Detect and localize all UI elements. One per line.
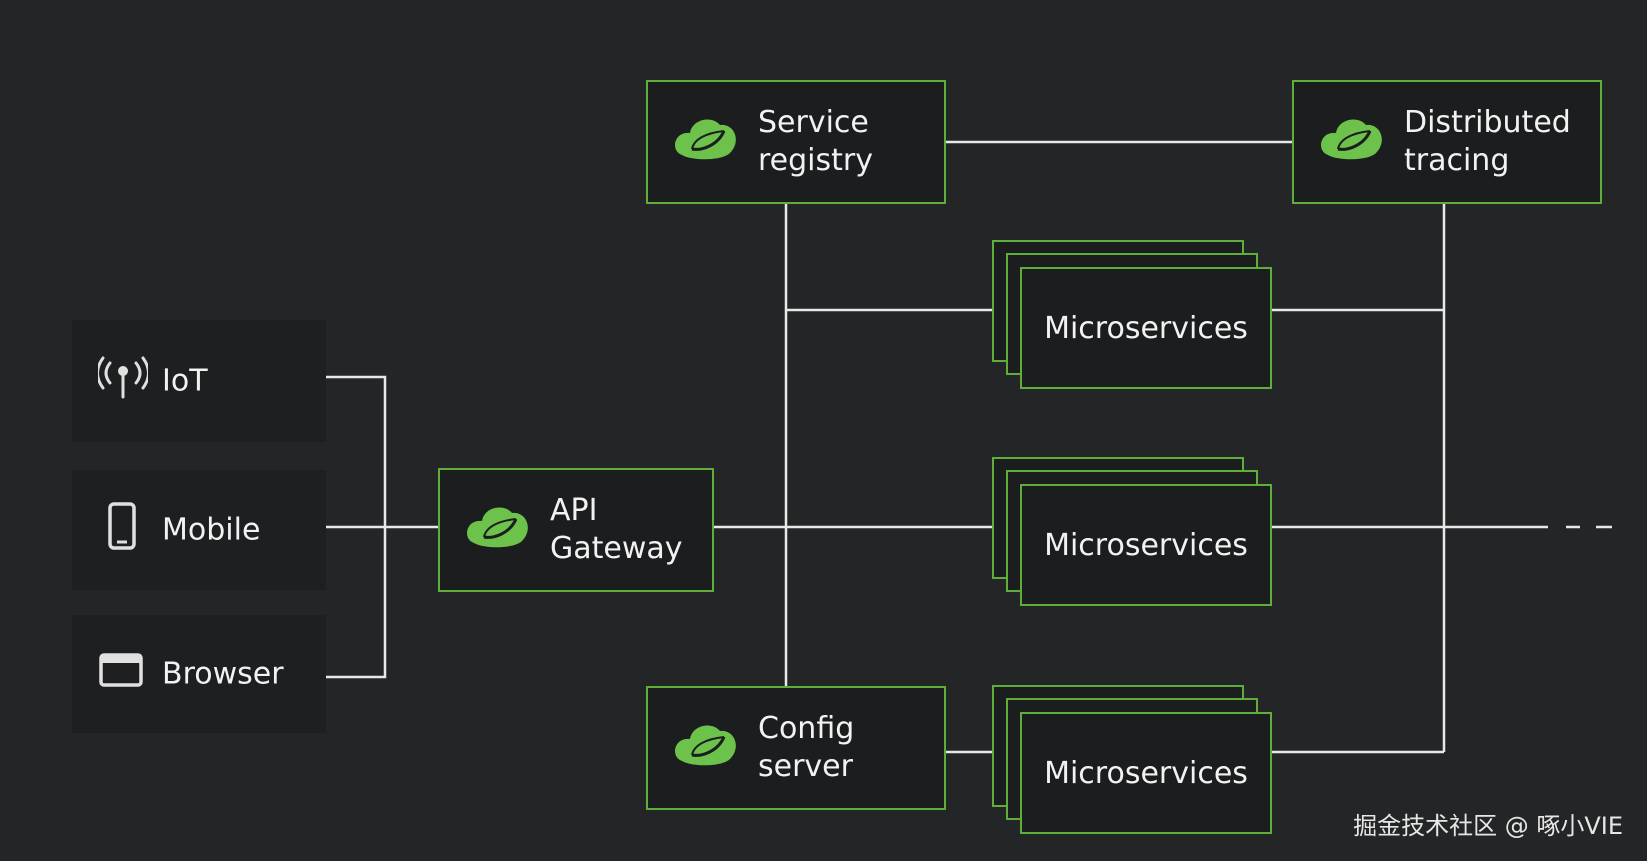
- distributed-tracing-line1: Distributed: [1404, 105, 1571, 140]
- service-registry-line2: registry: [758, 143, 873, 178]
- config-server-line1: Config: [758, 711, 855, 746]
- distributed-tracing-line2: tracing: [1404, 143, 1510, 178]
- api-gateway-label: API Gateway: [550, 492, 683, 568]
- client-browser-label: Browser: [162, 656, 284, 692]
- browser-window-icon: [98, 650, 144, 698]
- watermark: 掘金技术社区 @ 啄小VIE: [1353, 812, 1623, 840]
- microservices-box: Microservices: [1020, 267, 1272, 389]
- microservices-label: Microservices: [1044, 310, 1248, 346]
- antenna-icon: [96, 355, 150, 407]
- spring-leaf-icon: [1318, 111, 1386, 173]
- service-registry-line1: Service: [758, 105, 869, 140]
- api-gateway-line2: Gateway: [550, 531, 683, 566]
- api-gateway-node: API Gateway: [438, 468, 714, 592]
- api-gateway-line1: API: [550, 493, 598, 528]
- client-iot: IoT: [72, 320, 326, 442]
- client-mobile: Mobile: [72, 470, 326, 590]
- distributed-tracing-node: Distributed tracing: [1292, 80, 1602, 204]
- client-iot-label: IoT: [162, 363, 208, 399]
- service-registry-node: Service registry: [646, 80, 946, 204]
- config-server-node: Config server: [646, 686, 946, 810]
- microservices-label: Microservices: [1044, 755, 1248, 791]
- mobile-phone-icon: [98, 501, 144, 559]
- spring-leaf-icon: [672, 717, 740, 779]
- config-server-label: Config server: [758, 710, 854, 786]
- microservices-box: Microservices: [1020, 712, 1272, 834]
- spring-leaf-icon: [672, 111, 740, 173]
- config-server-line2: server: [758, 749, 853, 784]
- client-mobile-label: Mobile: [162, 512, 261, 548]
- client-browser: Browser: [72, 615, 326, 733]
- distributed-tracing-label: Distributed tracing: [1404, 104, 1571, 180]
- microservices-label: Microservices: [1044, 527, 1248, 563]
- spring-leaf-icon: [464, 499, 532, 561]
- service-registry-label: Service registry: [758, 104, 873, 180]
- microservices-box: Microservices: [1020, 484, 1272, 606]
